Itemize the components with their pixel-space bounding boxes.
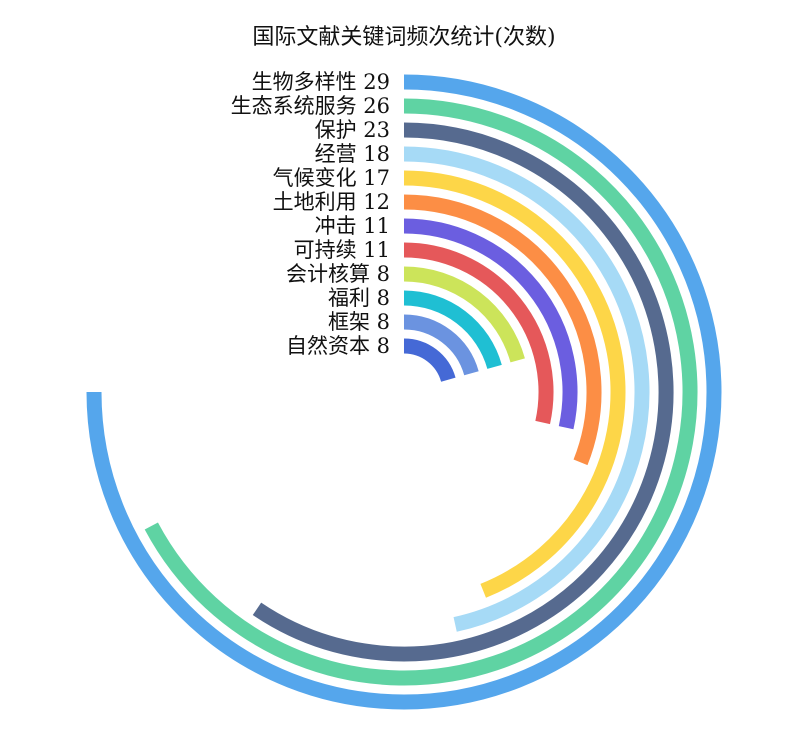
bar-8	[403, 242, 554, 425]
bar-6	[403, 194, 602, 466]
bar-4	[403, 146, 650, 632]
label-6: 土地利用 12	[273, 190, 390, 214]
label-5: 气候变化 17	[273, 166, 390, 190]
bar-9	[403, 266, 525, 363]
bar-7	[403, 218, 578, 430]
label-9: 会计核算 8	[286, 262, 390, 286]
bars-group	[86, 74, 722, 710]
label-11: 框架 8	[328, 310, 390, 334]
bar-11	[403, 314, 479, 376]
label-8: 可持续 11	[294, 238, 390, 262]
bar-5	[403, 170, 626, 598]
label-4: 经营 18	[315, 142, 390, 166]
label-7: 冲击 11	[315, 214, 390, 238]
label-2: 生态系统服务 26	[231, 94, 390, 118]
bar-3	[252, 122, 674, 662]
chart-title: 国际文献关键词频次统计(次数)	[252, 25, 555, 50]
bar-1	[86, 74, 722, 710]
bar-12	[403, 338, 456, 383]
label-12: 自然资本 8	[286, 334, 390, 358]
label-10: 福利 8	[328, 286, 390, 310]
label-1: 生物多样性 29	[252, 70, 390, 94]
label-3: 保护 23	[315, 118, 390, 142]
bar-2	[144, 98, 698, 686]
bar-10	[403, 290, 502, 370]
